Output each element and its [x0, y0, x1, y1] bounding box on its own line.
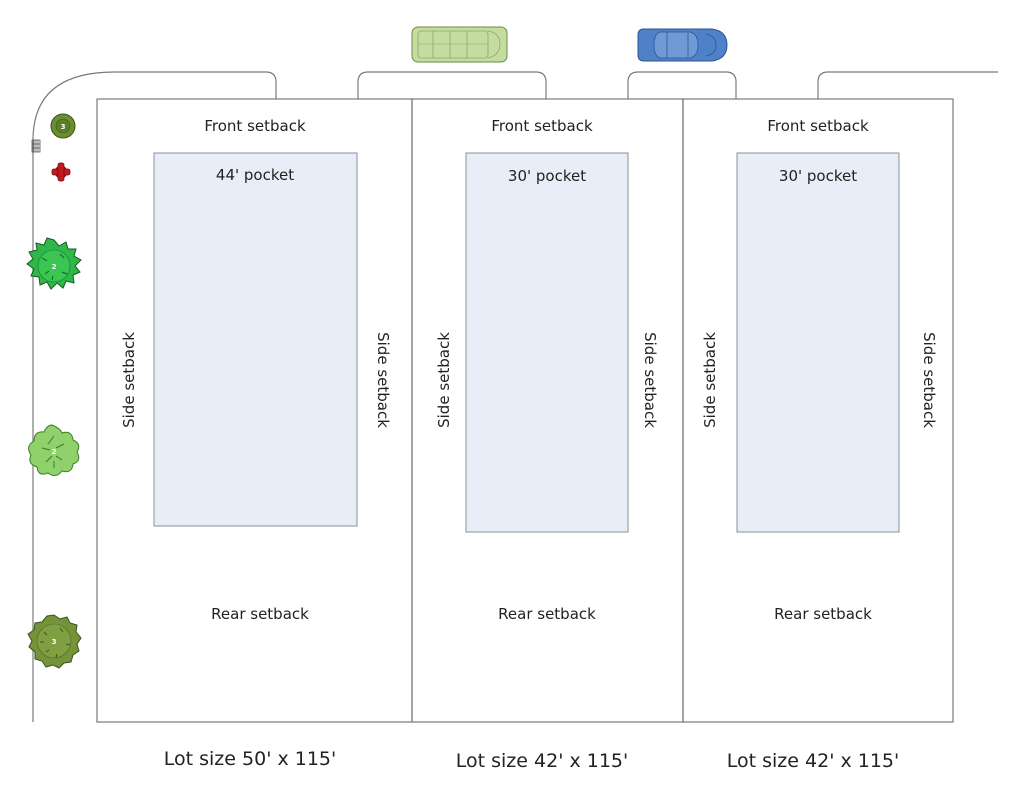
- building-pockets: [153, 152, 900, 533]
- van-icon: [411, 26, 508, 63]
- lot-2-front-setback: Front setback: [491, 117, 593, 135]
- round-tree-icon: 3: [27, 614, 82, 669]
- fire-hydrant-icon: [51, 162, 71, 182]
- lot-3-left-side-setback: Side setback: [701, 332, 719, 428]
- street-lamp-icon: [31, 139, 41, 153]
- lot-1-labels: Front setback 44' pocket Side setback Si…: [120, 117, 392, 770]
- small-tree-number: 3: [61, 123, 66, 131]
- round-tree-number: 3: [52, 638, 57, 646]
- lot-2-labels: Front setback 30' pocket Side setback Si…: [435, 117, 659, 772]
- lot-1-left-side-setback: Side setback: [120, 332, 138, 428]
- lot-2-rear-setback: Rear setback: [498, 605, 596, 623]
- lot-3-pocket: [736, 152, 900, 533]
- lot-3-size-label: Lot size 42' x 115': [727, 750, 899, 772]
- leafy-tree-number: 2: [52, 448, 57, 456]
- lot-1-right-side-setback: Side setback: [374, 332, 392, 428]
- bush-tree-number: 2: [52, 263, 57, 271]
- leafy-tree-icon: 2: [28, 424, 80, 477]
- lot-3-pocket-label: 30' pocket: [779, 167, 857, 185]
- lot-2-pocket-label: 30' pocket: [508, 167, 586, 185]
- lot-3-front-setback: Front setback: [767, 117, 869, 135]
- car-icon: [637, 28, 728, 62]
- lot-2-pocket: [465, 152, 629, 533]
- corner-curb: [32, 71, 277, 722]
- lot-2-left-side-setback: Side setback: [435, 332, 453, 428]
- lot-1-size-label: Lot size 50' x 115': [164, 748, 336, 770]
- small-tree-icon: 3: [50, 113, 76, 139]
- lot-1-front-setback: Front setback: [204, 117, 306, 135]
- lot-3-rear-setback: Rear setback: [774, 605, 872, 623]
- lot-1-pocket: [153, 152, 358, 527]
- lot-3-right-side-setback: Side setback: [920, 332, 938, 428]
- lot-3-outline: [682, 98, 954, 723]
- driveway-curb-3: [627, 71, 737, 99]
- lot-1-rear-setback: Rear setback: [211, 605, 309, 623]
- lot-2-size-label: Lot size 42' x 115': [456, 750, 628, 772]
- lot-outlines: [96, 98, 954, 723]
- lot-3-labels: Front setback 30' pocket Side setback Si…: [701, 117, 938, 772]
- driveway-curb-2: [357, 71, 547, 99]
- bush-tree-icon: 2: [26, 237, 82, 290]
- lot-2-right-side-setback: Side setback: [641, 332, 659, 428]
- street-curb: [32, 71, 998, 722]
- lot-1-pocket-label: 44' pocket: [216, 166, 294, 184]
- driveway-curb-4: [817, 71, 998, 99]
